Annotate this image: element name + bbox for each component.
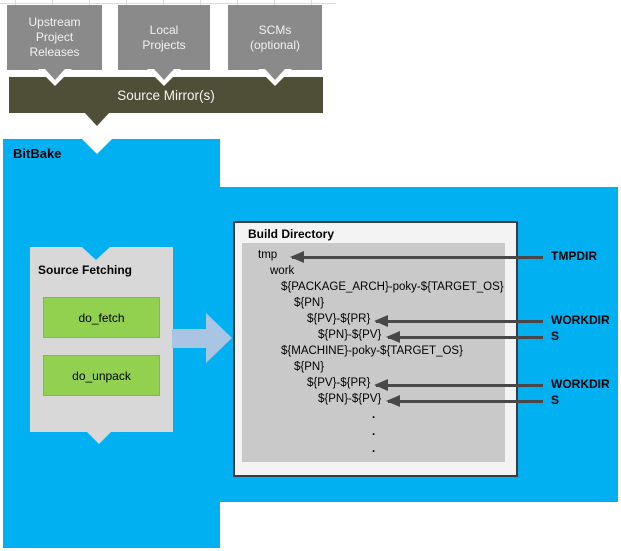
workdir-arrowhead-icon <box>374 315 388 327</box>
workdir-label: WORKDIR <box>551 377 610 391</box>
s-arrow <box>388 336 543 339</box>
workdir-label: WORKDIR <box>551 313 610 327</box>
upstream-connector-tab <box>45 69 65 80</box>
s-label: S <box>551 329 560 343</box>
build-directory-tree-panel <box>242 243 505 462</box>
grid-tick <box>163 0 164 5</box>
workdir-arrow <box>376 384 543 387</box>
do-fetch-label: do_fetch <box>78 310 125 325</box>
s-arrowhead-icon <box>386 331 400 343</box>
tree-ellipsis-dot: . <box>372 426 376 438</box>
do-fetch-task-box: do_fetch <box>43 297 160 338</box>
grid-tick <box>200 0 201 5</box>
bitbake-top-notch <box>82 139 112 154</box>
upstream-project-releases-box: Upstream Project Releases <box>7 5 102 70</box>
tree-item-machine: ${MACHINE}-poky-${TARGET_OS} <box>281 345 463 357</box>
upstream-project-releases-label: Upstream Project Releases <box>28 15 81 59</box>
source-mirrors-label: Source Mirror(s) <box>117 87 215 103</box>
grid-tick <box>274 0 275 5</box>
grid-tick <box>126 0 127 5</box>
tree-item-pn: ${PN} <box>294 297 325 309</box>
grid-tick <box>237 0 238 5</box>
local-connector-tab <box>154 69 174 80</box>
grid-remnant-line <box>0 3 336 4</box>
tree-item-package-arch: ${PACKAGE_ARCH}-poky-${TARGET_OS} <box>281 281 504 293</box>
mirror-connector-tab <box>84 112 110 126</box>
s-arrow <box>388 400 543 403</box>
source-fetching-top-notch <box>82 247 110 260</box>
tree-item-pn-pv: ${PN}-${PV} <box>318 393 382 405</box>
flow-arrow-shaft <box>172 329 206 348</box>
local-projects-label: Local Projects <box>142 22 186 52</box>
grid-tick <box>311 0 312 5</box>
do-unpack-task-box: do_unpack <box>43 355 160 396</box>
source-fetching-box <box>30 247 173 432</box>
grid-tick <box>89 0 90 5</box>
tree-ellipsis-dot: . <box>372 443 376 455</box>
scms-connector-tab <box>265 69 285 80</box>
do-unpack-label: do_unpack <box>72 368 131 383</box>
bitbake-label: BitBake <box>13 146 62 161</box>
build-directory-title: Build Directory <box>248 227 335 241</box>
s-arrowhead-icon <box>386 395 400 407</box>
grid-tick <box>52 0 53 5</box>
tree-ellipsis-dot: . <box>372 409 376 421</box>
tmpdir-label: TMPDIR <box>551 249 597 263</box>
tree-item-pn: ${PN} <box>294 361 325 373</box>
tree-item-pv-pr: ${PV}-${PR} <box>307 377 371 389</box>
tree-item-work: work <box>270 265 295 277</box>
tree-item-pv-pr: ${PV}-${PR} <box>307 313 371 325</box>
scms-label: SCMs (optional) <box>249 22 301 52</box>
scms-box: SCMs (optional) <box>228 5 322 70</box>
flow-arrow-head-icon <box>206 313 232 363</box>
tmpdir-arrowhead-icon <box>290 251 304 263</box>
tree-item-tmp: tmp <box>258 249 278 261</box>
workdir-arrow <box>376 320 543 323</box>
local-projects-box: Local Projects <box>118 5 210 70</box>
tmpdir-arrow <box>292 256 543 259</box>
source-fetching-bottom-tab <box>86 431 112 444</box>
directory-tree: tmp work ${PACKAGE_ARCH}-poky-${TARGET_O… <box>242 247 505 458</box>
workdir-arrowhead-icon <box>374 379 388 391</box>
tree-item-pn-pv: ${PN}-${PV} <box>318 329 382 341</box>
grid-tick <box>15 0 16 5</box>
source-fetching-title: Source Fetching <box>38 263 133 277</box>
s-label: S <box>551 393 560 407</box>
